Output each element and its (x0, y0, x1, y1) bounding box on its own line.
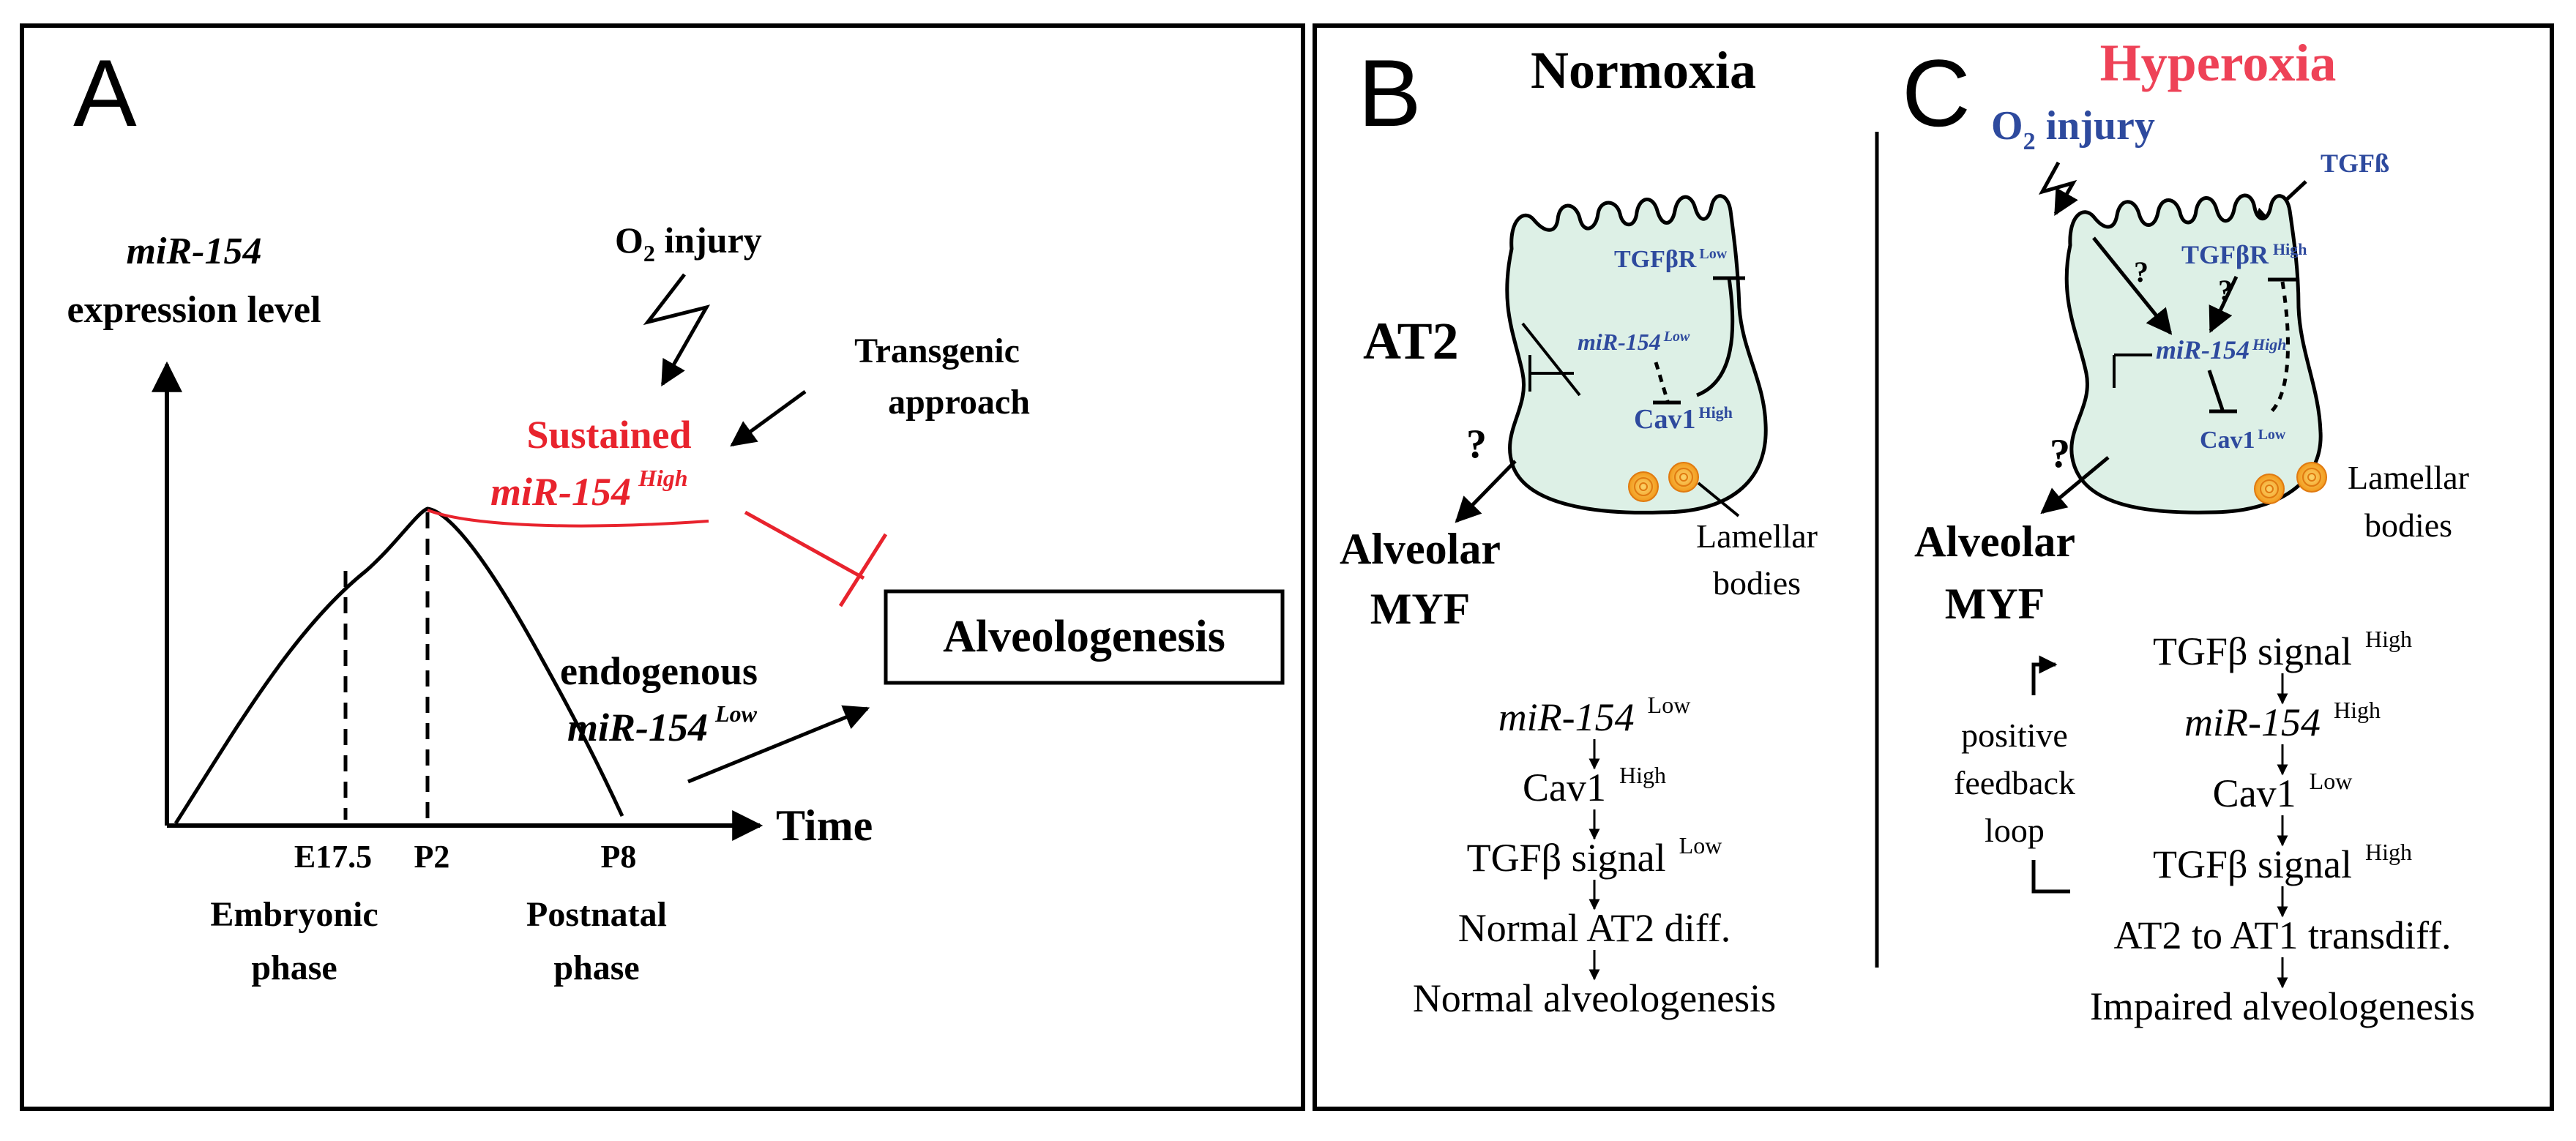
question-mark-c1: ? (2134, 255, 2148, 288)
question-mark-c3: ? (2050, 431, 2070, 476)
panel-c-letter: C (1902, 40, 1971, 146)
feedback-loop-top-bracket (2031, 655, 2058, 695)
panel-a-letter: A (73, 40, 137, 146)
endogenous-arrow (687, 705, 870, 784)
transgenic-arrow (730, 389, 807, 447)
phase-embryonic-line2: phase (251, 949, 337, 987)
tgfbr-to-mir-arrow (2209, 275, 2239, 334)
lamellar-c-line2: bodies (2364, 506, 2452, 544)
lightning-arrow-c (2038, 161, 2078, 217)
o2-injury-label: O2 injury (615, 220, 762, 266)
mir-cav1-dashed (1654, 362, 1670, 402)
cell-to-myf-arrow-c (2040, 456, 2110, 515)
tick-e175: E17.5 (294, 839, 372, 875)
cell-to-myf-arrow (1455, 460, 1517, 523)
transgenic-line1: Transgenic (854, 332, 1020, 370)
at2-cell-hyperoxia (2064, 193, 2323, 515)
feedback-loop-bottom-bracket (2031, 860, 2070, 894)
myf-label-line1: Alveolar (1340, 525, 1501, 573)
myf-c-line2: MYF (1945, 580, 2045, 628)
panel-a: A miR-154 expression level Time E17.5 P2… (20, 23, 1305, 1111)
panel-b-title: Normoxia (1531, 41, 1756, 100)
at2-label: AT2 (1363, 312, 1459, 370)
tick-p8: P8 (601, 839, 637, 875)
cascade-c-step-4: AT2 to AT1 transdiff. (2114, 913, 2452, 957)
lamellar-c-line1: Lamellar (2348, 459, 2469, 496)
panel-bc-border (1313, 23, 2554, 1111)
myf-c-line1: Alveolar (1914, 517, 2075, 566)
endogenous-label: endogenous (560, 649, 758, 693)
y-axis-title-mir: miR-154 (127, 231, 262, 272)
mir-blocked-cross (1521, 322, 1581, 397)
cascade-c-step-5: Impaired alveologenesis (2090, 984, 2475, 1028)
sustained-label: Sustained (526, 413, 691, 457)
panel-c-title: Hyperoxia (2100, 34, 2337, 92)
x-axis-title: Time (776, 801, 873, 850)
feedback-line3: loop (1985, 812, 2045, 849)
tgfb-label: TGFß (2321, 149, 2389, 178)
at2-cell-normoxia (1505, 194, 1768, 515)
inhibition-line (744, 510, 865, 580)
lamellar-pointer (1697, 482, 1740, 517)
lamellar-body-icon (1628, 462, 1699, 502)
inhibition-bar (838, 533, 888, 607)
expression-curve (173, 506, 624, 825)
feedback-line2: feedback (1954, 764, 2075, 801)
cav1-feedback-dashed (2268, 281, 2290, 415)
cascade-b-step-3: Normal AT2 diff. (1458, 906, 1731, 950)
alveologenesis-label: Alveologenesis (943, 612, 1225, 662)
myf-label-line2: MYF (1370, 585, 1471, 633)
cascade-b-step-4: Normal alveologenesis (1413, 976, 1776, 1020)
phase-postnatal-line2: phase (553, 949, 639, 987)
lamellar-label-line1: Lamellar (1696, 517, 1818, 555)
alveologenesis-box (884, 589, 1285, 685)
feedback-line1: positive (1961, 717, 2068, 754)
y-axis-title-expression: expression level (67, 289, 321, 331)
mir-blocked-inhibitor (1528, 355, 1574, 392)
transgenic-line2: approach (888, 383, 1030, 422)
o2-injury-c-label: O2 injury (1991, 103, 2155, 155)
lightning-arrow (643, 273, 711, 387)
mir-inhibitor-c (2113, 353, 2152, 388)
phase-postnatal-line1: Postnatal (526, 895, 667, 934)
sustained-curve (427, 509, 709, 528)
lamellar-label-line2: bodies (1713, 564, 1801, 602)
tgfbr-inhibition-line (1696, 277, 1735, 397)
mir-to-cav1-line (2207, 370, 2225, 411)
o2-to-mir-arrow (2092, 236, 2173, 335)
lamellar-body-icon-c (2254, 462, 2327, 504)
panel-a-border (20, 23, 1305, 1111)
phase-embryonic-line1: Embryonic (210, 895, 378, 934)
panel-b-letter: B (1358, 40, 1422, 146)
question-mark-c2: ? (2218, 274, 2233, 307)
tick-p2: P2 (414, 839, 450, 875)
question-mark: ? (1466, 422, 1487, 467)
